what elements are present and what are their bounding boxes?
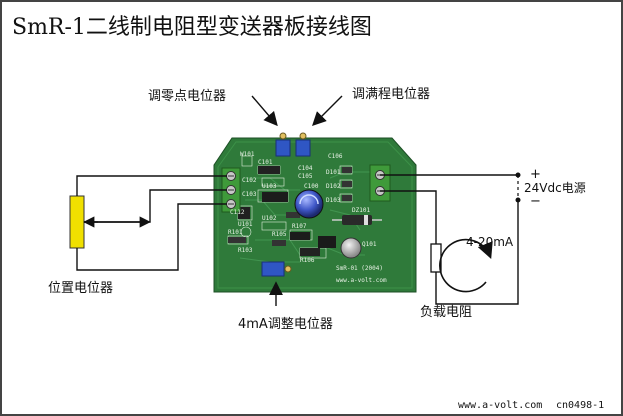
ma4-trimpot (261, 261, 292, 277)
transistor-q101 (340, 237, 362, 259)
zero-pot-label: 调零点电位器 (148, 89, 226, 104)
left-terminal-block (221, 167, 241, 213)
svg-text:U103: U103 (262, 183, 277, 190)
electrolytic-capacitor (294, 189, 324, 219)
pcb-silkscreen: W101 C101 C102 C103 U103 C104 C105 C100 … (228, 151, 387, 284)
pot-wires (76, 175, 227, 271)
svg-text:C105: C105 (298, 173, 313, 180)
span-pot-label: 调满程电位器 (352, 87, 430, 102)
zero-pot-arrow (251, 95, 278, 127)
svg-text:D102: D102 (326, 183, 341, 190)
footer-code: cn0498-1 (556, 400, 604, 411)
current-loop-indicator: 4-20mA (439, 235, 514, 293)
svg-text:C106: C106 (328, 153, 343, 160)
current-range-label: 4-20mA (466, 235, 514, 249)
plus-sign: + (530, 167, 541, 182)
svg-text:www.a-volt.com: www.a-volt.com (336, 277, 387, 284)
svg-text:C101: C101 (258, 159, 273, 166)
svg-text:R106: R106 (300, 257, 315, 264)
svg-text:C104: C104 (298, 165, 313, 172)
svg-text:DZ101: DZ101 (352, 207, 370, 214)
right-terminal-block (369, 164, 391, 202)
svg-text:W101: W101 (240, 151, 255, 158)
span-pot-arrow (312, 95, 343, 126)
svg-text:R105: R105 (272, 231, 287, 238)
power-label: 24Vdc电源 (524, 181, 586, 195)
svg-text:C102: C102 (242, 177, 257, 184)
svg-text:C100: C100 (304, 183, 319, 190)
span-trimpot (295, 132, 311, 157)
svg-text:U102: U102 (262, 215, 277, 222)
svg-text:D103: D103 (326, 197, 341, 204)
pcb-board: W101 C101 C102 C103 U103 C104 C105 C100 … (213, 132, 417, 293)
position-potentiometer (69, 195, 85, 249)
svg-text:D101: D101 (326, 169, 341, 176)
svg-text:Q101: Q101 (362, 241, 377, 248)
svg-text:SmR-01 (2004): SmR-01 (2004) (336, 265, 383, 272)
footer-url: www.a-volt.com (458, 400, 542, 411)
zener-diode (332, 215, 382, 225)
minus-sign: − (530, 194, 541, 209)
svg-text:R101: R101 (228, 229, 243, 236)
svg-text:C112: C112 (230, 209, 245, 216)
svg-text:R107: R107 (292, 223, 307, 230)
page-title: SmR-1二线制电阻型变送器板接线图 (12, 15, 372, 40)
load-resistor-label: 负载电阻 (420, 305, 472, 320)
svg-text:C103: C103 (242, 191, 257, 198)
svg-text:U101: U101 (238, 221, 253, 228)
position-pot-label: 位置电位器 (48, 281, 113, 296)
zero-trimpot (275, 132, 291, 157)
svg-text:R103: R103 (238, 247, 253, 254)
ma4-pot-label: 4mA调整电位器 (238, 317, 333, 332)
